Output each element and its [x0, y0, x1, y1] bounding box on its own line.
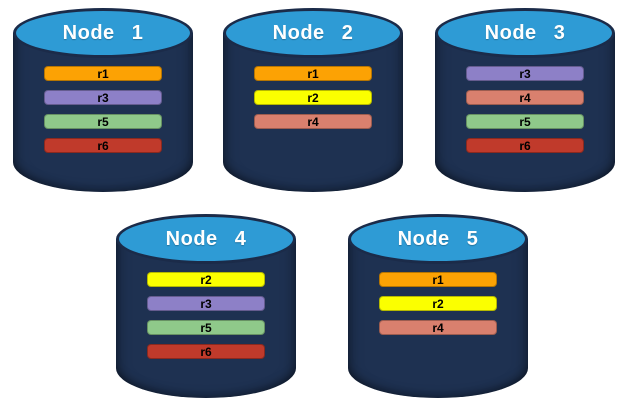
node-1-cylinder: Node 1 r1 r3 r5 r6 [13, 8, 193, 192]
node-4-cylinder: Node 4 r2 r3 r5 r6 [116, 214, 296, 398]
cylinder-top: Node 5 [348, 214, 528, 264]
replica-bar-r3: r3 [147, 296, 265, 311]
replica-bar-r2: r2 [379, 296, 497, 311]
cylinder-top: Node 4 [116, 214, 296, 264]
replica-list: r2 r3 r5 r6 [147, 272, 265, 359]
replica-bar-r1: r1 [379, 272, 497, 287]
replica-bar-r3: r3 [44, 90, 162, 105]
cylinder-body [435, 33, 615, 192]
node-5-cylinder: Node 5 r1 r2 r4 [348, 214, 528, 398]
cylinder-top: Node 2 [223, 8, 403, 58]
node-title: Node 5 [397, 227, 479, 250]
replica-bar-r1: r1 [44, 66, 162, 81]
replica-bar-r5: r5 [44, 114, 162, 129]
replica-list: r3 r4 r5 r6 [466, 66, 584, 153]
cylinder-body [13, 33, 193, 192]
cylinder-body [348, 239, 528, 398]
cylinder-top: Node 3 [435, 8, 615, 58]
cylinder-body [223, 33, 403, 192]
replica-bar-r5: r5 [466, 114, 584, 129]
replica-bar-r6: r6 [147, 344, 265, 359]
replica-list: r1 r2 r4 [379, 272, 497, 335]
replica-list: r1 r2 r4 [254, 66, 372, 129]
replica-bar-r2: r2 [147, 272, 265, 287]
replica-bar-r4: r4 [254, 114, 372, 129]
node-2-cylinder: Node 2 r1 r2 r4 [223, 8, 403, 192]
node-title: Node 1 [62, 21, 144, 44]
replica-list: r1 r3 r5 r6 [44, 66, 162, 153]
node-title: Node 4 [165, 227, 247, 250]
replica-bar-r4: r4 [466, 90, 584, 105]
node-title: Node 3 [484, 21, 566, 44]
replica-bar-r6: r6 [44, 138, 162, 153]
replica-bar-r1: r1 [254, 66, 372, 81]
cylinder-body [116, 239, 296, 398]
replica-bar-r5: r5 [147, 320, 265, 335]
node-3-cylinder: Node 3 r3 r4 r5 r6 [435, 8, 615, 192]
cylinder-top: Node 1 [13, 8, 193, 58]
node-title: Node 2 [272, 21, 354, 44]
replica-bar-r4: r4 [379, 320, 497, 335]
replica-bar-r3: r3 [466, 66, 584, 81]
replica-bar-r2: r2 [254, 90, 372, 105]
replica-bar-r6: r6 [466, 138, 584, 153]
